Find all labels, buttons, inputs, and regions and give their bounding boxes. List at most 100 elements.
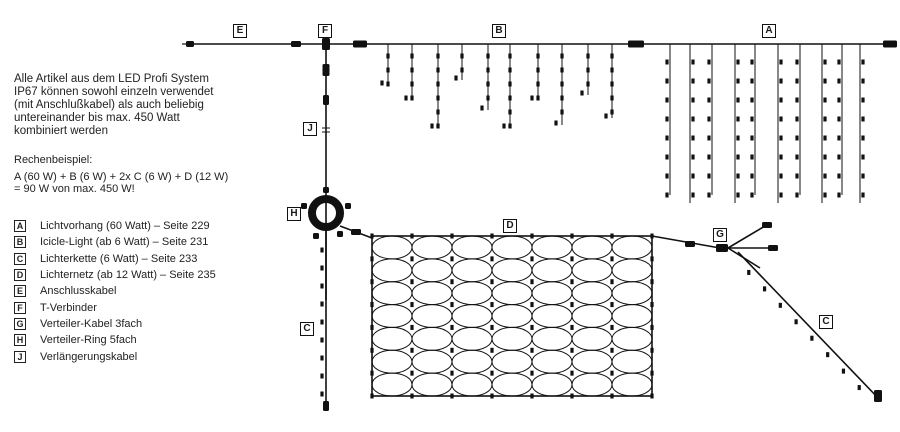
net-led bbox=[370, 279, 374, 285]
net-led bbox=[570, 279, 574, 285]
icicle-led bbox=[560, 95, 564, 101]
net-mesh bbox=[531, 304, 573, 328]
net-mesh bbox=[571, 258, 613, 283]
splitter-port bbox=[762, 222, 772, 228]
curtain-led bbox=[823, 192, 827, 198]
curtain-led bbox=[691, 154, 695, 160]
curtain-led bbox=[750, 192, 754, 198]
net-led bbox=[490, 279, 494, 285]
net-mesh bbox=[371, 326, 413, 351]
net-led bbox=[450, 347, 454, 353]
end-plug bbox=[883, 40, 897, 48]
curtain-led bbox=[707, 116, 711, 122]
net-led bbox=[650, 347, 654, 353]
example-line: = 90 W von max. 450 W! bbox=[14, 183, 135, 195]
net-led bbox=[650, 302, 654, 308]
connector bbox=[323, 95, 329, 105]
curtain-led bbox=[795, 154, 799, 160]
curtain-led bbox=[779, 192, 783, 198]
curtain-led bbox=[707, 192, 711, 198]
curtain-led bbox=[823, 173, 827, 179]
chain-led bbox=[320, 247, 324, 253]
splitter-branch bbox=[727, 225, 766, 249]
legend-key: F bbox=[14, 301, 26, 314]
net-led bbox=[490, 324, 494, 330]
legend-item-c: C Lichterkette (6 Watt) – Seite 233 bbox=[14, 251, 216, 267]
curtain-led bbox=[750, 116, 754, 122]
connector bbox=[353, 40, 367, 48]
curtain-led bbox=[795, 135, 799, 141]
net-led bbox=[570, 370, 574, 376]
net-led bbox=[410, 347, 414, 353]
label-g: G bbox=[713, 228, 727, 242]
legend-key: B bbox=[14, 236, 26, 249]
curtain-led bbox=[779, 135, 783, 141]
legend-item-e: E Anschlusskabel bbox=[14, 283, 216, 299]
net-led bbox=[650, 279, 654, 285]
icicle-led bbox=[604, 113, 608, 119]
connector bbox=[351, 229, 361, 235]
icicle-led bbox=[436, 81, 440, 87]
net-led bbox=[650, 324, 654, 330]
legend-text: Verteiler-Ring 5fach bbox=[40, 334, 137, 347]
net-mesh bbox=[531, 326, 573, 351]
example-text: A (60 W) + B (6 W) + 2x C (6 W) + D (12 … bbox=[14, 171, 228, 195]
net-led bbox=[410, 256, 414, 262]
curtain-led bbox=[736, 116, 740, 122]
legend-text: Lichternetz (ab 12 Watt) – Seite 235 bbox=[40, 269, 216, 282]
icicle-led bbox=[554, 120, 558, 126]
net-led bbox=[530, 370, 534, 376]
curtain-led bbox=[795, 116, 799, 122]
legend-item-b: B Icicle-Light (ab 6 Watt) – Seite 231 bbox=[14, 234, 216, 250]
net-led bbox=[650, 370, 654, 376]
net-led bbox=[530, 302, 534, 308]
icicle-led bbox=[486, 67, 490, 73]
curtain-led bbox=[665, 154, 669, 160]
chain-led bbox=[320, 301, 324, 307]
legend-key: E bbox=[14, 285, 26, 298]
curtain-led bbox=[861, 154, 865, 160]
icicle-led bbox=[560, 53, 564, 59]
curtain-led bbox=[736, 135, 740, 141]
net-mesh bbox=[571, 304, 613, 328]
net-mesh bbox=[411, 258, 453, 283]
curtain-led bbox=[837, 154, 841, 160]
curtain-led bbox=[665, 135, 669, 141]
net-led bbox=[490, 256, 494, 262]
curtain-led bbox=[823, 154, 827, 160]
connector bbox=[628, 40, 644, 48]
connector bbox=[685, 241, 695, 247]
net-mesh bbox=[371, 258, 413, 283]
icicle-led bbox=[610, 95, 614, 101]
curtain-led bbox=[837, 59, 841, 65]
label-c-left: C bbox=[300, 322, 314, 336]
net-led bbox=[410, 370, 414, 376]
net-mesh bbox=[531, 372, 573, 397]
net-mesh bbox=[491, 349, 533, 374]
net-mesh bbox=[491, 326, 533, 351]
description-line: IP67 können sowohl einzeln verwendet bbox=[14, 86, 214, 98]
net-led bbox=[370, 393, 374, 399]
net-mesh bbox=[371, 304, 413, 328]
curtain-led bbox=[707, 78, 711, 84]
curtain-led bbox=[861, 97, 865, 103]
description-line: kombiniert werden bbox=[14, 125, 108, 137]
net-mesh bbox=[531, 281, 573, 306]
curtain-led bbox=[750, 97, 754, 103]
icicle-led bbox=[410, 53, 414, 59]
curtain-led bbox=[779, 154, 783, 160]
label-j: J bbox=[303, 122, 317, 136]
net-led bbox=[490, 370, 494, 376]
label-e: E bbox=[233, 24, 247, 38]
net-mesh bbox=[491, 304, 533, 328]
icicle-led bbox=[560, 109, 564, 115]
icicle-led bbox=[508, 123, 512, 129]
curtain-led bbox=[837, 116, 841, 122]
legend-item-j: J Verlängerungskabel bbox=[14, 348, 216, 364]
net-led bbox=[530, 233, 534, 239]
curtain-led bbox=[665, 59, 669, 65]
label-a: A bbox=[762, 24, 776, 38]
chain-led bbox=[320, 355, 324, 361]
curtain-led bbox=[823, 135, 827, 141]
legend-text: T-Verbinder bbox=[40, 301, 97, 314]
